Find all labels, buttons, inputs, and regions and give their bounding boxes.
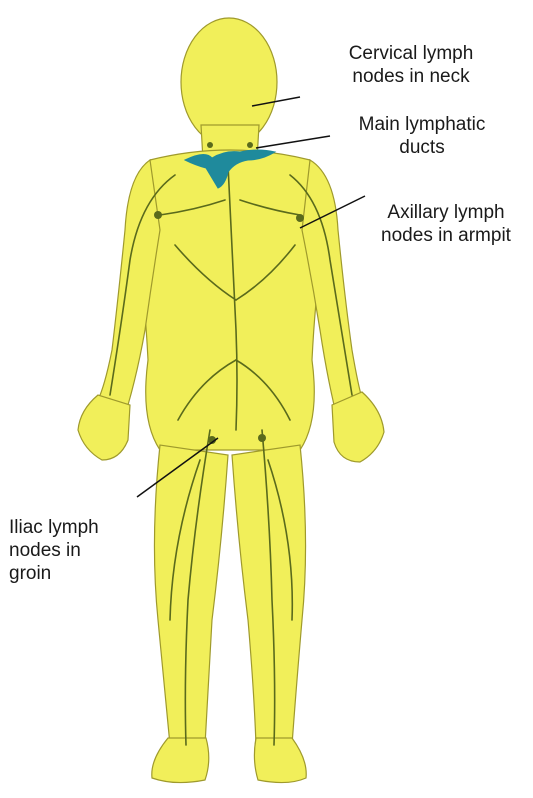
ducts-leader-line (256, 136, 330, 148)
iliac-label-line1: Iliac lymph (9, 516, 139, 539)
right-leg (232, 445, 306, 745)
ducts-label-line2: ducts (332, 136, 512, 159)
axillary-label-line2: nodes in armpit (360, 224, 532, 247)
cervical-node (207, 142, 213, 148)
axillary-node (154, 211, 162, 219)
right-foot (254, 738, 306, 783)
cervical-label-line1: Cervical lymph (321, 42, 501, 65)
cervical-node (247, 142, 253, 148)
ducts-label: Main lymphatic ducts (332, 113, 512, 159)
right-hand (332, 392, 384, 462)
iliac-label: Iliac lymph nodes in groin (9, 516, 139, 585)
axillary-node (296, 214, 304, 222)
iliac-label-line3: groin (9, 562, 139, 585)
axillary-label: Axillary lymph nodes in armpit (360, 201, 532, 247)
iliac-node (258, 434, 266, 442)
axillary-label-line1: Axillary lymph (360, 201, 532, 224)
left-hand (78, 395, 130, 460)
left-foot (152, 738, 209, 783)
cervical-label-line2: nodes in neck (321, 65, 501, 88)
iliac-label-line2: nodes in (9, 539, 139, 562)
cervical-label: Cervical lymph nodes in neck (321, 42, 501, 88)
ducts-label-line1: Main lymphatic (332, 113, 512, 136)
